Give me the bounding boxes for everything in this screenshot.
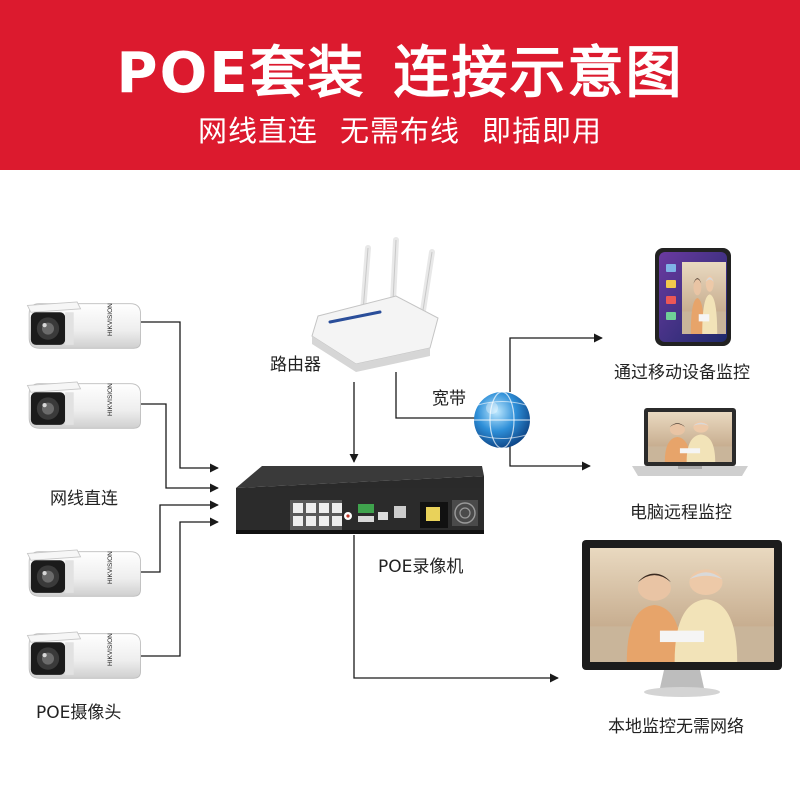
poe-nvr [236,466,484,534]
nvr-label: POE录像机 [378,557,464,577]
camera-brand-text: HIKVISION [107,303,114,336]
camera-4-link [140,517,219,657]
title-left: POE套装 [116,41,366,106]
poe-ports [290,500,342,530]
local-label: 本地监控无需网络 [608,717,744,737]
internet-globe-icon [474,391,530,449]
mobile-phone [655,248,731,346]
router-internet-link [395,372,478,419]
camera-1: HIKVISION [26,301,142,349]
camera-3-link [140,500,219,573]
camera-brand-text: HIKVISION [107,551,114,584]
laptop [632,408,748,476]
camera-2: HIKVISION [26,381,142,429]
title-right: 连接示意图 [393,41,684,106]
mobile-label: 通过移动设备监控 [614,363,750,383]
connection-lines [140,321,603,683]
camera-4: HIKVISION [26,631,142,679]
camera-brand-text: HIKVISION [107,633,114,666]
header-banner: POE套装连接示意图 网线直连无需布线即插即用 [0,0,800,170]
camera-2-link [140,403,219,493]
direct-cable-label: 网线直连 [50,489,118,509]
internet-pc-link [509,444,591,471]
broadband-label: 宽带 [432,389,466,409]
desktop-monitor [582,540,782,697]
nvr-monitor-link [353,535,559,683]
camera-3: HIKVISION [26,549,142,597]
poe-camera-label: POE摄像头 [36,703,122,723]
router-label: 路由器 [270,355,321,375]
camera-brand-text: HIKVISION [107,383,114,416]
pc-label: 电脑远程监控 [630,503,732,523]
page-subtitle: 网线直连无需布线即插即用 [0,108,800,150]
subtitle-2: 无需布线 [339,114,460,148]
camera-1-link [140,321,219,473]
internet-mobile-link [509,333,603,392]
subtitle-1: 网线直连 [197,114,318,148]
router [311,237,439,372]
subtitle-3: 即插即用 [482,114,603,148]
page-title: POE套装连接示意图 [0,28,800,109]
